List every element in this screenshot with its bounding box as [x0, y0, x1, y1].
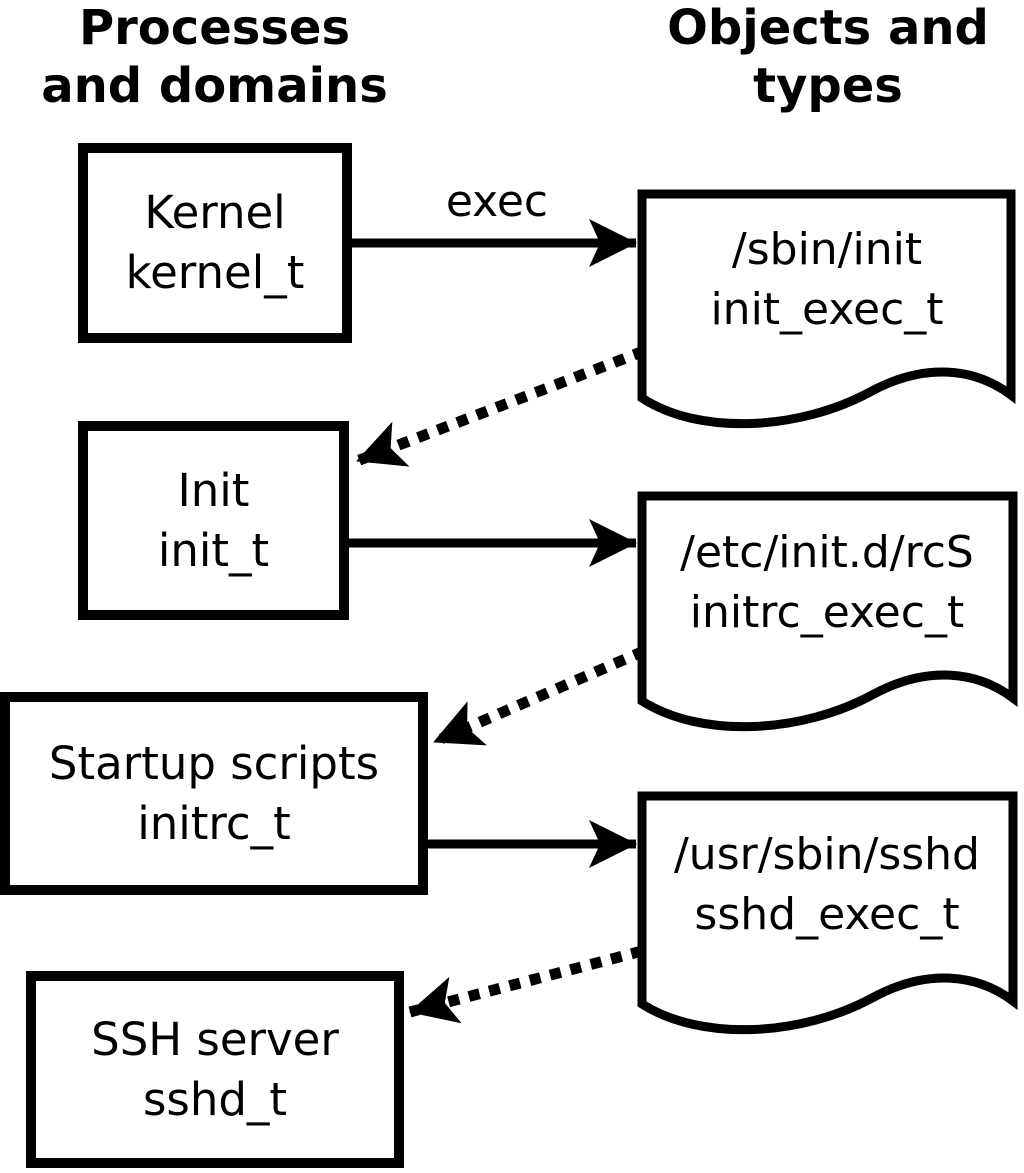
- object-label-usr-sbin-sshd: /usr/sbin/sshd sshd_exec_t: [642, 798, 1012, 1001]
- object-type: sshd_exec_t: [694, 888, 960, 940]
- column-header-objects: Objects and types: [628, 0, 1024, 115]
- object-path: /etc/init.d/rcS: [680, 527, 974, 578]
- process-box-kernel: Kernel kernel_t: [78, 143, 352, 343]
- column-header-objects-line1: Objects and: [667, 0, 989, 56]
- object-path: /usr/sbin/sshd: [673, 828, 980, 880]
- process-domain: initrc_t: [137, 796, 291, 850]
- document-shape-initrc-exec: [637, 491, 1018, 732]
- process-domain: sshd_t: [142, 1072, 288, 1126]
- column-header-objects-line2: types: [753, 57, 903, 114]
- process-domain: kernel_t: [125, 246, 305, 299]
- dotted-arrow-sbin-init-to-init: [355, 345, 646, 467]
- process-name: Init: [177, 463, 250, 517]
- exec-arrow-label: exec: [445, 176, 549, 227]
- object-type: init_exec_t: [710, 284, 944, 335]
- process-box-ssh-server: SSH server sshd_t: [26, 971, 404, 1168]
- document-shape-sshd-exec: [637, 791, 1018, 1035]
- process-name: Startup scripts: [48, 736, 380, 790]
- column-header-processes-line2: and domains: [41, 57, 388, 114]
- process-domain: init_t: [157, 523, 270, 577]
- process-box-startup-scripts: Startup scripts initrc_t: [0, 692, 428, 895]
- process-box-init: Init init_t: [78, 421, 349, 620]
- column-header-processes: Processes and domains: [12, 0, 417, 115]
- column-header-processes-line1: Processes: [78, 0, 351, 56]
- document-shape-init-exec: [637, 189, 1016, 429]
- process-name: SSH server: [91, 1012, 339, 1066]
- dotted-arrow-rcs-to-initrc: [431, 645, 647, 748]
- object-path: /sbin/init: [731, 224, 923, 275]
- dotted-arrow-sshd-to-sshserver: [408, 945, 644, 1024]
- object-type: initrc_exec_t: [689, 587, 965, 638]
- process-name: Kernel: [144, 186, 286, 239]
- object-label-etc-initd-rcs: /etc/init.d/rcS initrc_exec_t: [642, 498, 1012, 698]
- object-label-sbin-init: /sbin/init init_exec_t: [642, 196, 1012, 394]
